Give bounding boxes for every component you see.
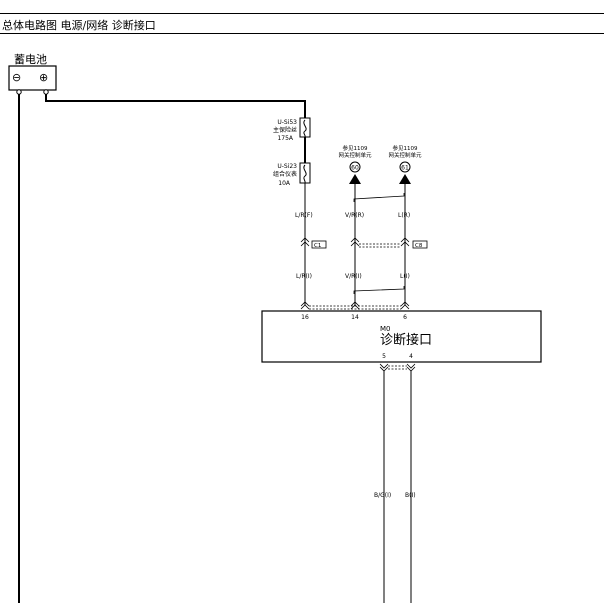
twisted-pair-upper-icon [353,193,405,202]
diagram-header: 总体电路图 电源/网络 诊断接口 [0,0,604,40]
battery-label: 蓄电池 [14,53,47,66]
connector-c1-pin-icon [300,237,310,247]
reference-61-num: 61 [401,165,409,172]
reference-61-desc: 网关控制单元 [388,151,422,159]
component-m0-box [261,310,542,363]
fuse-u-si23-name: U-Si23 [277,163,297,170]
connector-c8-tag [412,240,428,249]
pin-4-icon [406,363,416,372]
connector-c1-label: C1 [314,243,321,249]
battery-box [8,65,57,91]
component-name: 诊断接口 [380,332,432,348]
pin-14-label: 14 [351,314,359,321]
reference-60-num: 60 [351,165,359,172]
pin-16-icon [300,301,310,310]
fuse-u-si53-element-icon [303,119,307,138]
battery-negative-icon: ⊖ [12,71,21,84]
pin-5-label: 5 [382,353,386,360]
battery-positive-icon: ⊕ [39,71,48,84]
fuse-u-si53-rating: 175A [277,135,293,142]
fuse-u-si23-element-icon [303,164,307,184]
header-top-rule [0,13,604,14]
twisted-pair-lower-icon [353,286,405,294]
reference-60-arrow-icon [349,174,361,184]
connector-c8-pin-icon-a [350,237,360,247]
pin-4-label: 4 [409,353,413,360]
fuse-u-si53-name: U-Si53 [277,119,297,126]
reference-61-text: 参见1109 [393,144,418,152]
battery-positive-terminal [43,89,49,95]
wire-label-l-i: L(I) [400,273,410,280]
diagram-title: 总体电路图 电源/网络 诊断接口 [2,19,156,32]
reference-60-desc: 网关控制单元 [338,151,372,159]
fuse-u-si53 [299,117,311,138]
header-bottom-rule [0,33,604,34]
fuse-u-si53-desc: 主保险丝 [273,126,297,134]
pin-16-label: 16 [301,314,309,321]
wire-label-l-r: L(R) [398,212,410,219]
connector-c8-label: C8 [415,243,423,249]
fuse-u-si23-desc: 组合仪表 [273,170,297,178]
wire-label-b: B(I) [405,492,416,499]
wire-label-l-r-i: L/R(I) [296,273,312,280]
battery-positive-wire [45,94,306,118]
connector-c8-pin-icon-b [400,237,410,247]
fuse-u-si23-rating: 10A [278,180,291,187]
pin-5-icon [379,363,389,372]
reference-61-circle [399,161,411,173]
wire-label-b-g: B/G(I) [374,492,391,499]
battery-negative-terminal [16,89,22,95]
pin-6-icon [400,301,410,310]
reference-60-text: 参见1109 [343,144,368,152]
reference-61-arrow-icon [399,174,411,184]
pin-6-label: 6 [403,314,407,321]
pin-14-icon [350,301,360,310]
wire-label-v-r-r: V/R(R) [345,212,364,219]
reference-60-circle [349,161,361,173]
wire-label-l-r-f: L/R(F) [295,212,313,219]
wire-label-v-r-i: V/R(I) [345,273,362,280]
component-code: M0 [380,325,391,333]
connector-c1-tag [311,240,327,249]
